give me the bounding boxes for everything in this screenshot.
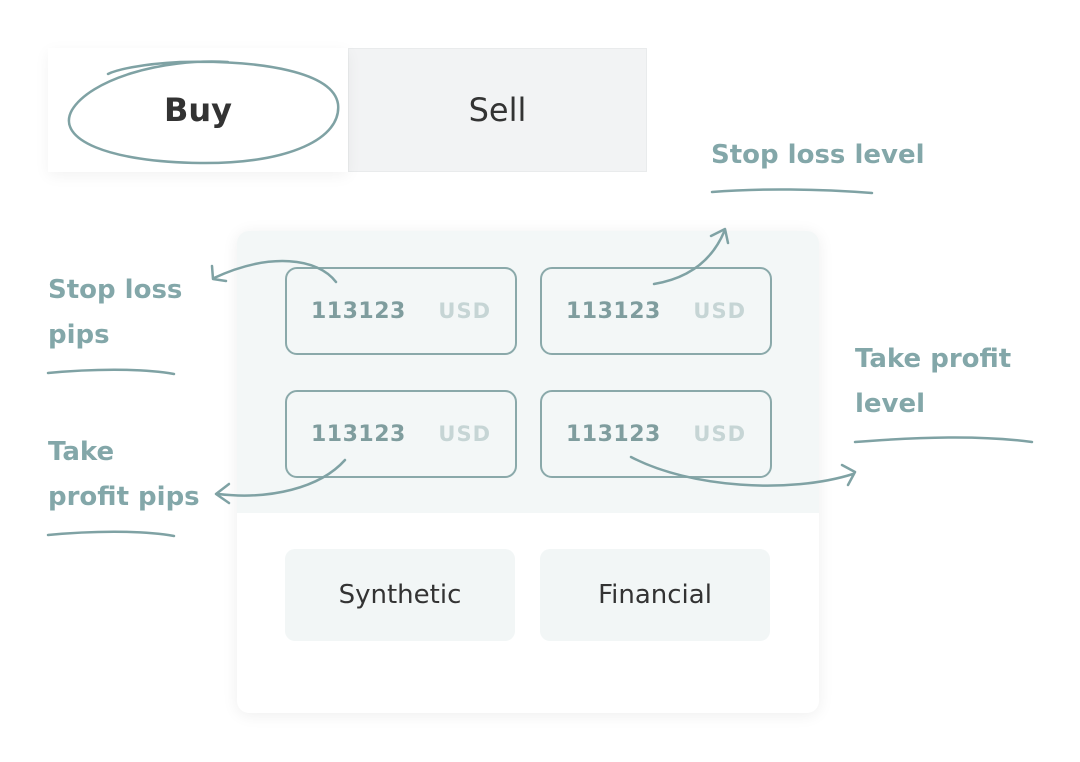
field-value: 113123 — [566, 421, 661, 447]
underline-stroke — [46, 530, 176, 538]
field-unit: USD — [693, 299, 746, 323]
annotation-text: Stop loss level — [711, 140, 925, 170]
annotation-text: pips — [48, 320, 110, 350]
financial-label: Financial — [598, 580, 712, 610]
annotation-text: Take profit — [855, 344, 1012, 374]
stop-loss-pips-annotation: Stop loss pips — [48, 268, 182, 358]
annotation-text: Stop loss — [48, 275, 183, 305]
take-profit-pips-field[interactable]: 113123 USD — [285, 390, 517, 478]
financial-button[interactable]: Financial — [540, 549, 770, 641]
field-value: 113123 — [311, 421, 406, 447]
field-value: 113123 — [566, 298, 661, 324]
underline-stroke — [710, 188, 874, 195]
field-unit: USD — [438, 422, 491, 446]
stop-loss-level-field[interactable]: 113123 USD — [540, 267, 772, 355]
synthetic-label: Synthetic — [338, 580, 462, 610]
sell-tab[interactable]: Sell — [348, 48, 647, 172]
stop-loss-level-annotation: Stop loss level — [711, 133, 925, 178]
arrowhead-stroke — [210, 264, 228, 283]
arrowhead-stroke — [840, 463, 857, 487]
sell-tab-label: Sell — [468, 91, 527, 129]
annotation-text: level — [855, 389, 926, 419]
buy-tab[interactable]: Buy — [48, 48, 348, 172]
field-unit: USD — [438, 299, 491, 323]
take-profit-level-field[interactable]: 113123 USD — [540, 390, 772, 478]
synthetic-button[interactable]: Synthetic — [285, 549, 515, 641]
underline-stroke — [46, 368, 176, 376]
order-panel: 113123 USD 113123 USD 113123 USD 113123 … — [237, 231, 819, 713]
annotation-text: Take — [48, 437, 115, 467]
field-value: 113123 — [311, 298, 406, 324]
stop-loss-pips-field[interactable]: 113123 USD — [285, 267, 517, 355]
buy-tab-label: Buy — [163, 91, 233, 129]
take-profit-level-annotation: Take profit level — [855, 337, 1011, 427]
underline-stroke — [853, 436, 1034, 444]
field-unit: USD — [693, 422, 746, 446]
arrowhead-stroke — [214, 482, 231, 505]
annotation-text: profit pips — [48, 482, 200, 512]
take-profit-pips-annotation: Take profit pips — [48, 430, 200, 520]
